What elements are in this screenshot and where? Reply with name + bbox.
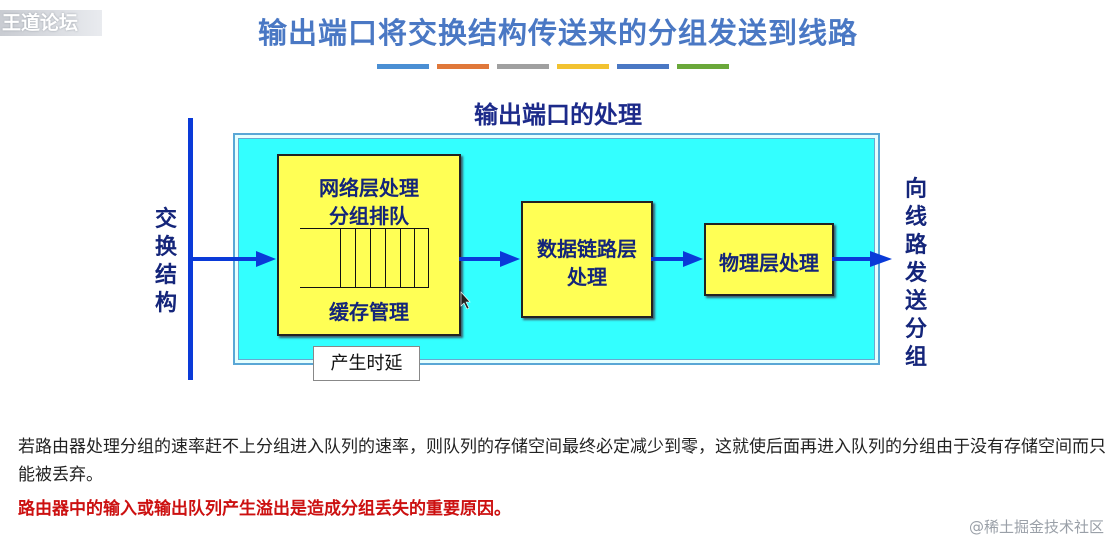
right-label-char: 送 <box>904 289 927 314</box>
switch-fabric-line <box>188 118 193 380</box>
left-label-char: 换 <box>154 235 177 260</box>
right-label: 向 线 路 发 送 分 组 <box>902 176 930 372</box>
explanation-paragraph: 若路由器处理分组的速率赶不上分组进入队列的速率，则队列的存储空间最终必定减少到零… <box>18 437 1106 485</box>
queue-cell <box>414 229 415 287</box>
network-box-line2: 分组排队 <box>329 204 409 228</box>
queue-cell <box>355 229 356 287</box>
arrow-into-network-box <box>193 251 276 267</box>
watermark-bottom-right: @稀土掘金技术社区 <box>968 518 1104 536</box>
left-label-char: 构 <box>154 291 177 316</box>
right-label-char: 线 <box>904 205 927 230</box>
left-label-char: 交 <box>154 207 177 232</box>
datalink-layer-box: 数据链路层 处理 <box>521 201 653 318</box>
arrow-datalink-to-physical <box>651 251 703 267</box>
right-label-char: 分 <box>904 317 927 342</box>
network-box-line1: 网络层处理 <box>319 176 419 200</box>
physical-box-line1: 物理层处理 <box>719 251 819 275</box>
right-label-char: 路 <box>904 233 927 258</box>
delay-label: 产生时延 <box>313 346 420 381</box>
queue-buffer <box>300 228 429 288</box>
right-label-char: 向 <box>904 177 927 202</box>
title-bar-1 <box>377 64 429 69</box>
queue-cell <box>385 229 386 287</box>
left-label-char: 结 <box>154 263 177 288</box>
datalink-box-line1: 数据链路层 <box>537 237 637 261</box>
page-title: 输出端口将交换结构传送来的分组发送到线路 <box>257 16 858 50</box>
title-bar-4 <box>557 64 609 69</box>
title-bar-3 <box>497 64 549 69</box>
mouse-cursor-icon <box>460 291 471 310</box>
right-label-char: 发 <box>904 261 927 286</box>
arrow-physical-to-line <box>832 251 892 267</box>
queue-cell <box>370 229 371 287</box>
title-bar-2 <box>437 64 489 69</box>
network-layer-box: 网络层处理 分组排队 缓存管理 <box>277 154 461 336</box>
highlight-sentence: 路由器中的输入或输出队列产生溢出是造成分组丢失的重要原因。 <box>18 499 511 519</box>
queue-cell <box>400 229 401 287</box>
title-bar-5 <box>617 64 669 69</box>
watermark-top-left: 王道论坛 <box>0 10 102 36</box>
diagram-subtitle: 输出端口的处理 <box>474 101 642 129</box>
title-decoration <box>377 64 729 69</box>
physical-layer-box: 物理层处理 <box>704 223 834 296</box>
network-box-line3: 缓存管理 <box>329 300 409 324</box>
arrow-network-to-datalink <box>459 251 520 267</box>
left-label: 交 换 结 构 <box>152 206 180 318</box>
title-bar-6 <box>677 64 729 69</box>
queue-cell <box>340 229 341 287</box>
datalink-box-line2: 处理 <box>567 265 607 289</box>
right-label-char: 组 <box>904 345 927 370</box>
